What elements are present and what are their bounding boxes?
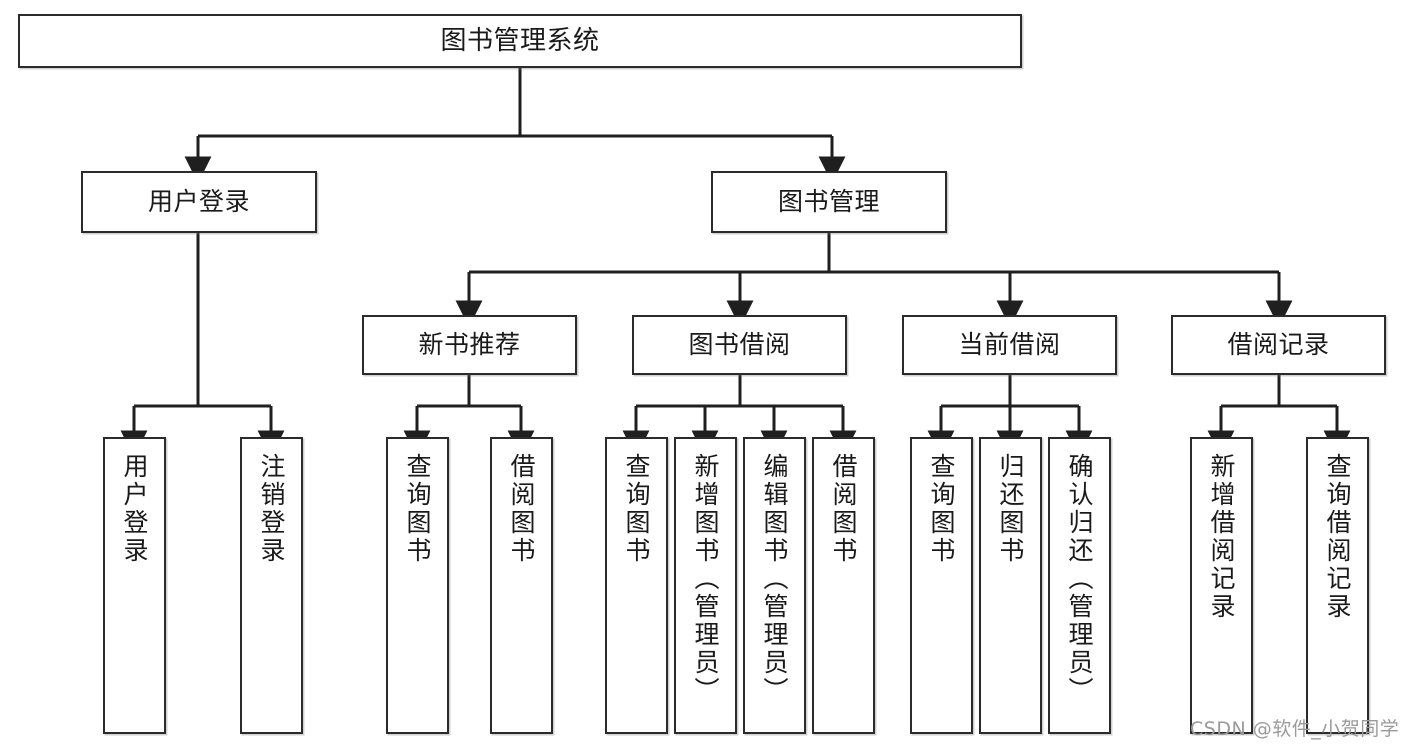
node-user-login[interactable]: 用户登录 <box>81 171 317 233</box>
node-label: 新增图书（管理员） <box>691 453 720 705</box>
node-root-book-management-system[interactable]: 图书管理系统 <box>18 14 1022 68</box>
node-label: 图书管理 <box>777 187 880 217</box>
leaf-borrow-record-add[interactable]: 新增借阅记录 <box>1190 437 1253 734</box>
leaf-current-borrow-query[interactable]: 查询图书 <box>910 437 973 734</box>
node-label: 注销登录 <box>257 453 286 565</box>
node-label: 查询图书 <box>927 453 956 565</box>
node-label: 当前借阅 <box>958 330 1061 360</box>
node-label: 编辑图书（管理员） <box>760 453 789 705</box>
node-label: 用户登录 <box>120 453 149 565</box>
leaf-book-borrow-query[interactable]: 查询图书 <box>605 437 668 734</box>
node-borrow-record[interactable]: 借阅记录 <box>1171 315 1386 375</box>
node-label: 用户登录 <box>147 187 250 217</box>
node-label: 新增借阅记录 <box>1207 453 1236 621</box>
node-label: 图书借阅 <box>688 330 791 360</box>
node-book-borrow[interactable]: 图书借阅 <box>632 315 847 375</box>
leaf-current-borrow-confirm-return[interactable]: 确认归还（管理员） <box>1048 437 1111 734</box>
leaf-new-book-query[interactable]: 查询图书 <box>386 437 449 734</box>
node-current-borrow[interactable]: 当前借阅 <box>902 315 1117 375</box>
node-label: 借阅记录 <box>1227 330 1330 360</box>
node-label: 图书管理系统 <box>440 25 600 56</box>
node-book-management[interactable]: 图书管理 <box>711 171 947 233</box>
node-label: 查询借阅记录 <box>1323 453 1352 621</box>
node-label: 归还图书 <box>996 453 1025 565</box>
node-label: 借阅图书 <box>829 453 858 565</box>
leaf-new-book-borrow[interactable]: 借阅图书 <box>490 437 553 734</box>
node-label: 查询图书 <box>622 453 651 565</box>
leaf-user-login-login[interactable]: 用户登录 <box>103 437 166 734</box>
leaf-current-borrow-return[interactable]: 归还图书 <box>979 437 1042 734</box>
csdn-watermark: CSDN @软件_小贺同学 <box>1190 718 1400 740</box>
leaf-user-login-logout[interactable]: 注销登录 <box>240 437 303 734</box>
leaf-book-borrow-edit[interactable]: 编辑图书（管理员） <box>743 437 806 734</box>
node-label: 查询图书 <box>403 453 432 565</box>
node-label: 新书推荐 <box>418 330 521 360</box>
leaf-book-borrow-add[interactable]: 新增图书（管理员） <box>674 437 737 734</box>
leaf-book-borrow-borrow[interactable]: 借阅图书 <box>812 437 875 734</box>
node-new-book-recommend[interactable]: 新书推荐 <box>362 315 577 375</box>
leaf-borrow-record-query[interactable]: 查询借阅记录 <box>1306 437 1369 734</box>
node-label: 借阅图书 <box>507 453 536 565</box>
node-label: 确认归还（管理员） <box>1065 453 1094 705</box>
